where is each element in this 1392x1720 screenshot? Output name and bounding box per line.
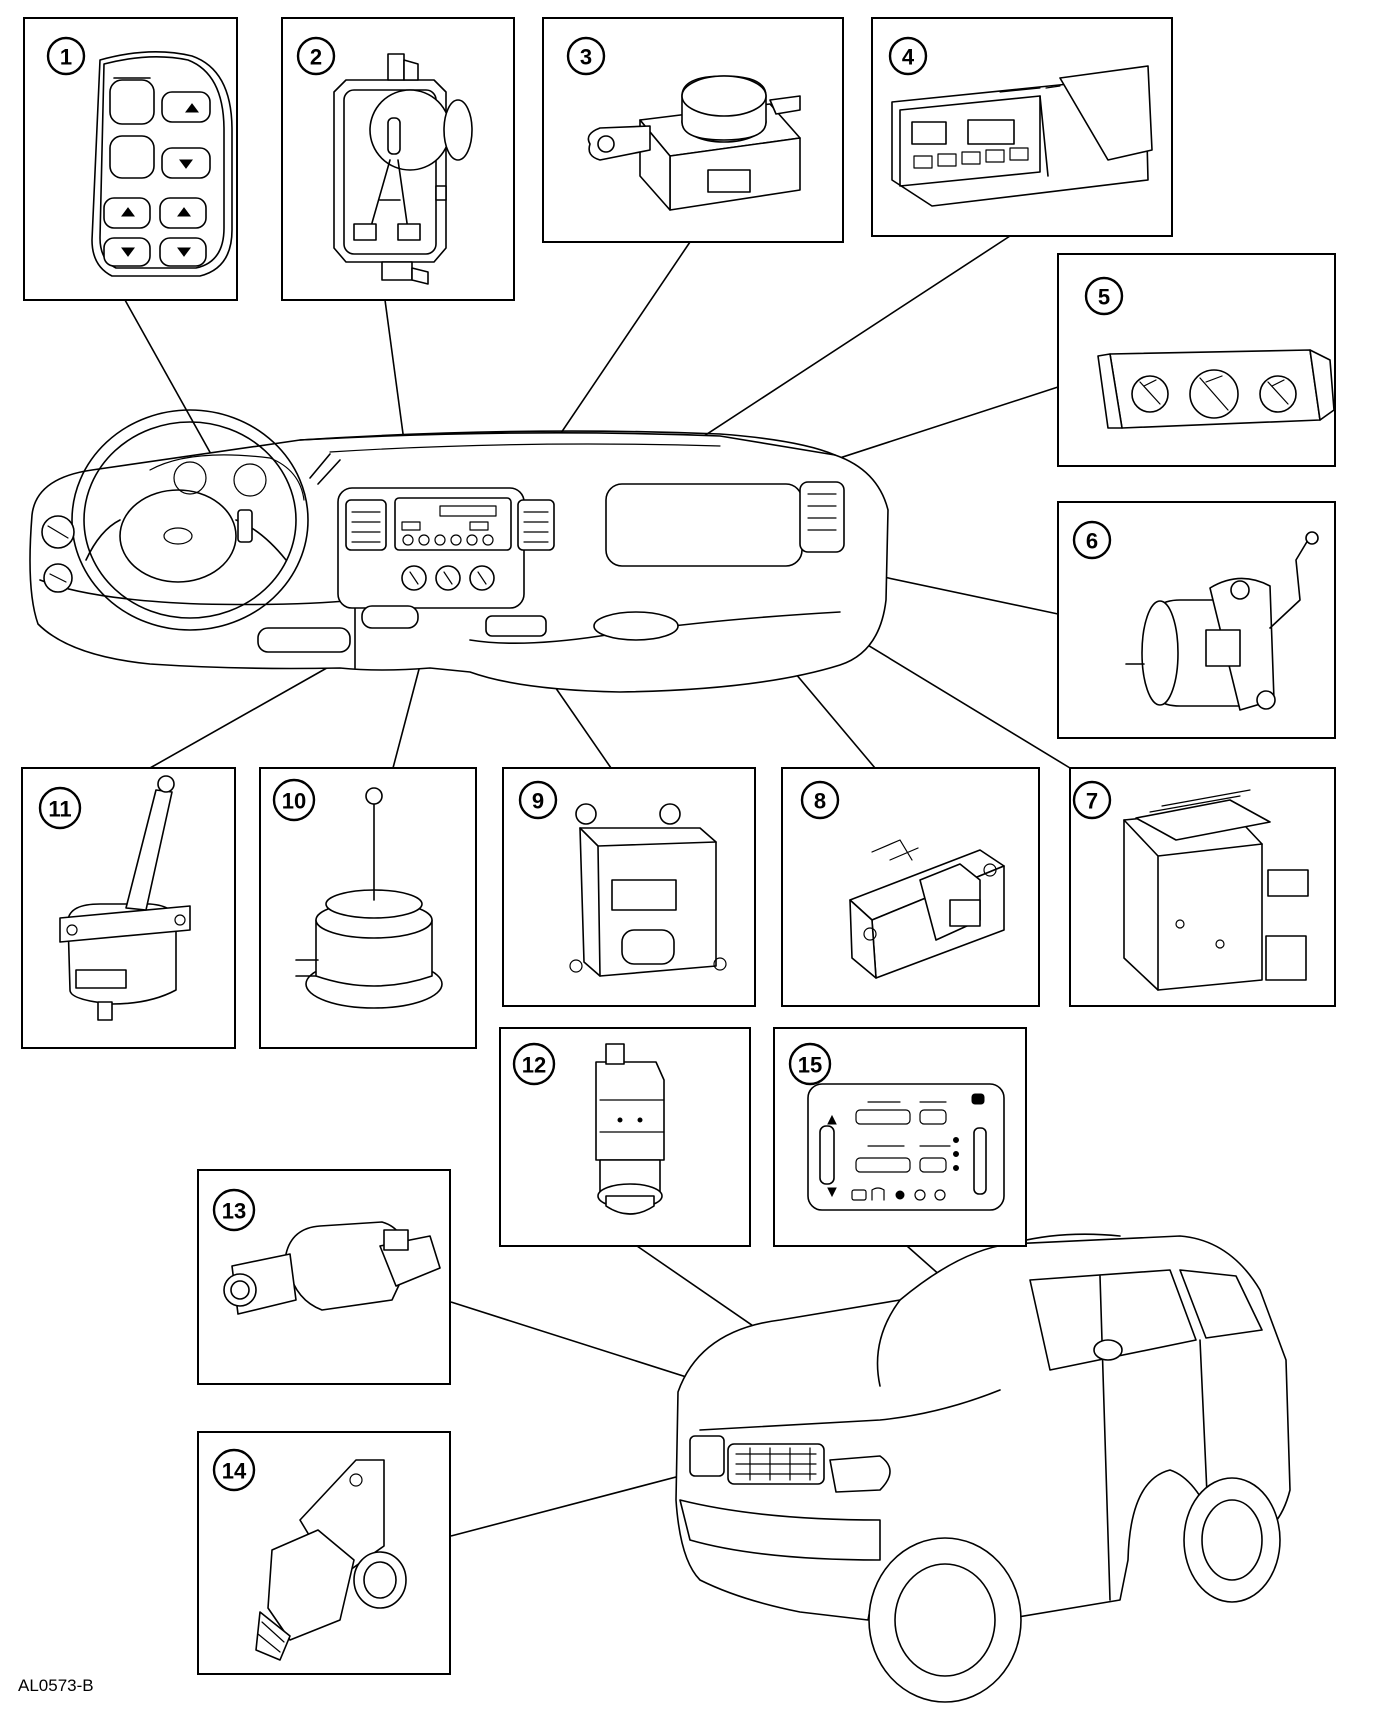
instrument-panel-illustration (29, 409, 889, 693)
callout-10: 10 (272, 778, 316, 822)
svg-text:13: 13 (222, 1199, 246, 1224)
callout-3: 3 (566, 36, 606, 76)
svg-text:5: 5 (1098, 285, 1110, 310)
component-12-pressure-switch (499, 1027, 751, 1247)
svg-text:11: 11 (48, 797, 71, 822)
callout-2: 2 (296, 36, 336, 76)
callout-4: 4 (888, 36, 928, 76)
callout-6: 6 (1072, 520, 1112, 560)
vehicle-illustration (675, 1233, 1291, 1703)
callout-5: 5 (1084, 276, 1124, 316)
component-4-climate-control-head (871, 17, 1173, 237)
callout-12: 12 (512, 1042, 556, 1086)
svg-text:2: 2 (310, 45, 322, 70)
callout-14: 14 (212, 1448, 256, 1492)
svg-text:9: 9 (532, 789, 544, 814)
callout-8: 8 (800, 780, 840, 820)
svg-text:8: 8 (814, 789, 826, 814)
svg-text:7: 7 (1086, 789, 1098, 814)
svg-text:3: 3 (580, 45, 592, 70)
svg-text:1: 1 (60, 45, 72, 70)
callout-7: 7 (1072, 780, 1112, 820)
figure-code: AL0573-B (18, 1676, 94, 1695)
callout-13: 13 (212, 1188, 256, 1232)
svg-text:14: 14 (222, 1459, 247, 1484)
svg-text:10: 10 (282, 789, 306, 814)
svg-text:15: 15 (798, 1053, 822, 1078)
svg-text:6: 6 (1086, 529, 1098, 554)
callout-11: 11 (38, 786, 82, 830)
callout-9: 9 (518, 780, 558, 820)
callout-15: 15 (788, 1042, 832, 1086)
svg-text:4: 4 (902, 45, 915, 70)
component-1-steering-wheel-controls (23, 17, 238, 301)
component-6-actuator-motor (1057, 501, 1336, 739)
component-7-control-module (1069, 767, 1336, 1007)
callout-1: 1 (46, 36, 86, 76)
svg-text:12: 12 (522, 1053, 546, 1078)
